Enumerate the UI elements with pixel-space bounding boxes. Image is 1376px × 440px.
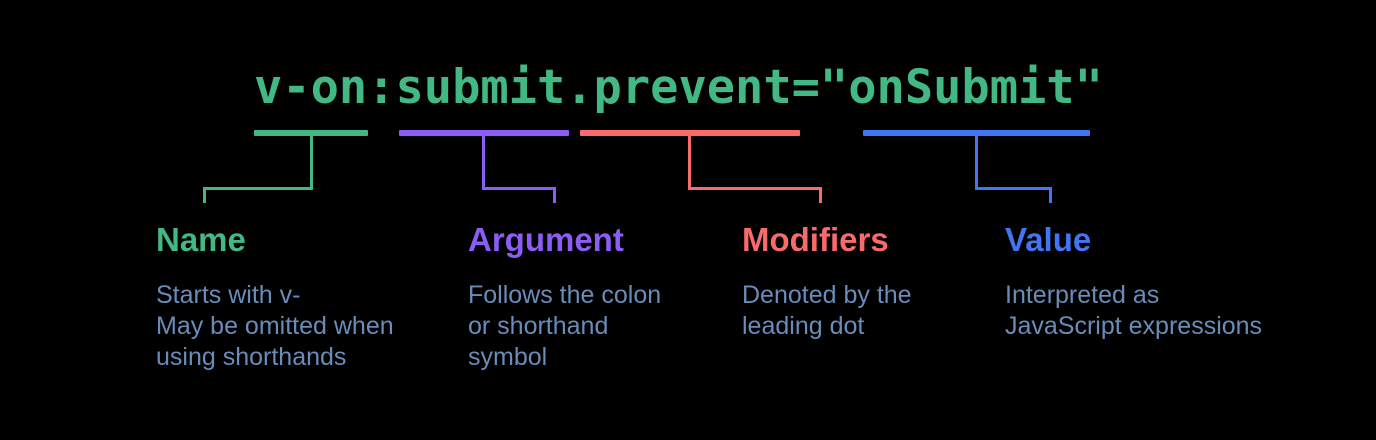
modifiers-connector-stub xyxy=(819,190,822,203)
argument-description: Follows the colon or shorthand symbol xyxy=(468,281,662,371)
name-underline xyxy=(254,130,368,136)
argument-connector-horizontal xyxy=(482,187,556,190)
name-connector-stub xyxy=(203,190,206,203)
argument-connector-stub xyxy=(553,190,556,203)
name-description: Starts with v- May be omitted when using… xyxy=(156,281,394,371)
value-connector-horizontal xyxy=(975,187,1052,190)
modifiers-description: Denoted by the leading dot xyxy=(742,281,912,340)
code-snippet: v-on:submit.prevent="onSubmit" xyxy=(254,60,1103,115)
value-label: Value xyxy=(1005,221,1092,258)
modifiers-connector-vertical xyxy=(688,136,691,190)
name-connector-vertical xyxy=(310,136,313,190)
modifiers-label: Modifiers xyxy=(742,221,889,258)
value-description: Interpreted as JavaScript expressions xyxy=(1005,281,1263,340)
name-connector-horizontal xyxy=(203,187,313,190)
argument-underline xyxy=(399,130,569,136)
value-connector-vertical xyxy=(975,136,978,190)
modifiers-connector-horizontal xyxy=(688,187,822,190)
argument-label: Argument xyxy=(468,221,624,258)
value-underline xyxy=(863,130,1090,136)
value-connector-stub xyxy=(1049,190,1052,203)
argument-connector-vertical xyxy=(482,136,485,190)
name-label: Name xyxy=(156,221,246,258)
modifiers-underline xyxy=(580,130,800,136)
